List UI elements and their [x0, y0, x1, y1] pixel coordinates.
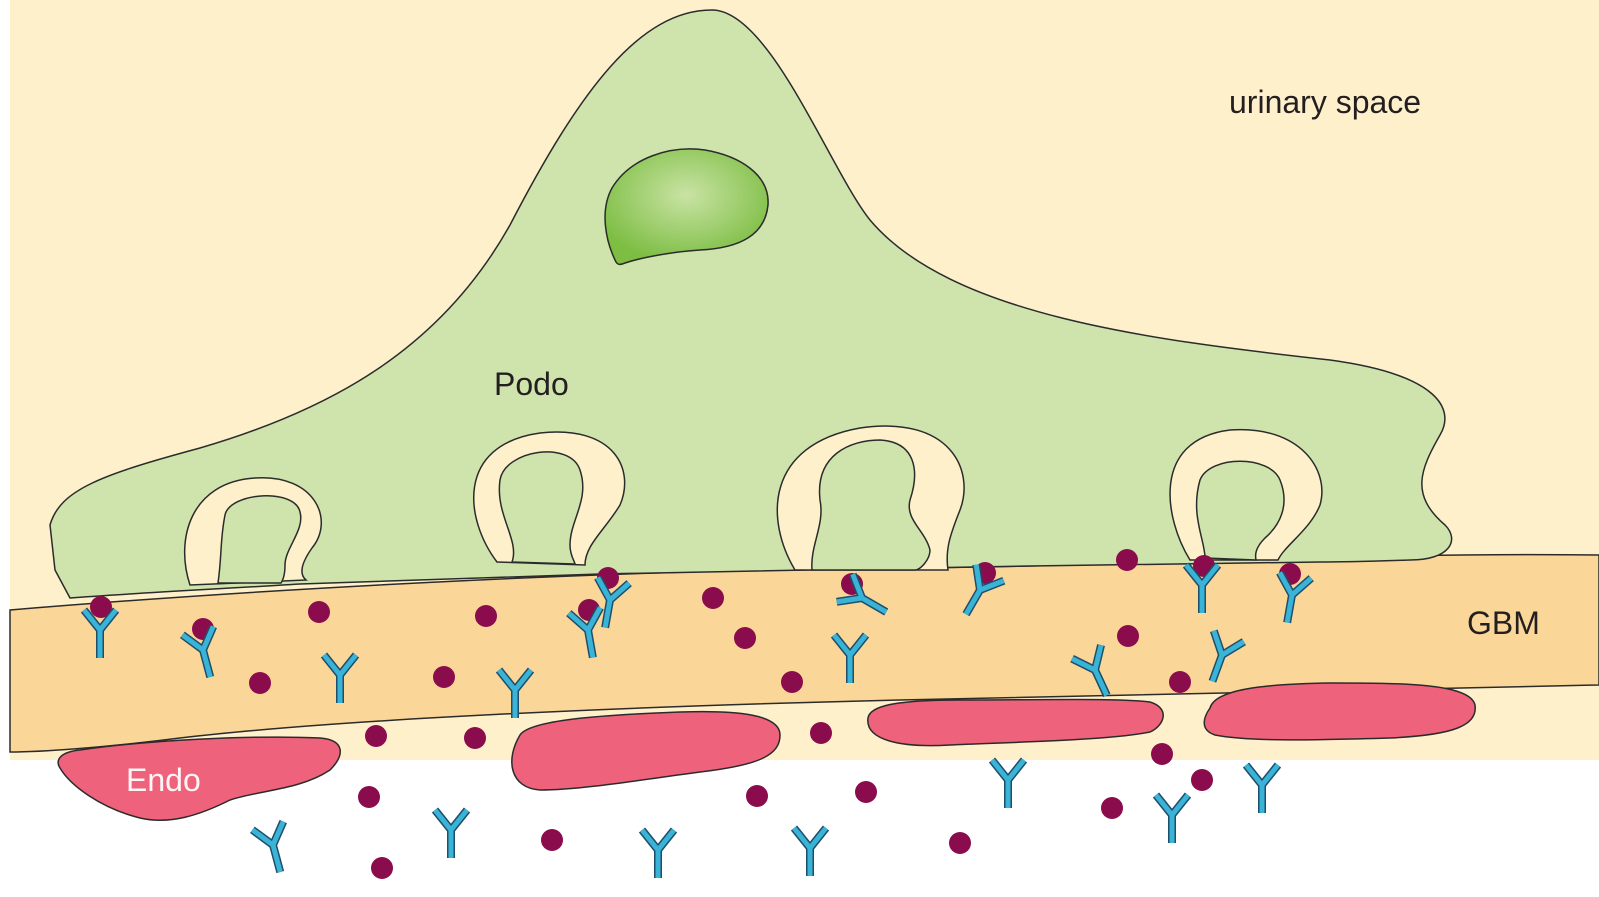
- particle: [308, 601, 330, 623]
- particle: [358, 786, 380, 808]
- antibody-icon: [794, 828, 826, 876]
- particle: [734, 627, 756, 649]
- particle: [371, 857, 393, 879]
- particle: [702, 587, 724, 609]
- particle: [249, 672, 271, 694]
- particle: [433, 666, 455, 688]
- antibody-icon: [1246, 765, 1278, 813]
- antibody-icon: [642, 830, 674, 878]
- antibody-icon: [1156, 795, 1188, 843]
- particle: [855, 781, 877, 803]
- antibody-icon: [992, 760, 1024, 808]
- particle: [365, 725, 387, 747]
- particle: [746, 785, 768, 807]
- podocyte-label: Podo: [494, 366, 569, 402]
- urinary-space-label: urinary space: [1229, 84, 1421, 120]
- particle: [1169, 671, 1191, 693]
- endothelial-label: Endo: [126, 762, 201, 798]
- antibody-icon: [252, 822, 295, 877]
- particle: [949, 832, 971, 854]
- endothelial-cell-2: [512, 712, 780, 790]
- particle: [1191, 769, 1213, 791]
- particle: [810, 722, 832, 744]
- antibody-icon: [435, 810, 467, 858]
- gbm-label: GBM: [1467, 605, 1540, 641]
- particle: [475, 605, 497, 627]
- particle: [781, 671, 803, 693]
- particle: [1101, 797, 1123, 819]
- particle: [1117, 625, 1139, 647]
- particle: [1116, 549, 1138, 571]
- particle: [1151, 743, 1173, 765]
- endothelial-cell-4: [1204, 683, 1475, 740]
- particle: [464, 727, 486, 749]
- particle: [541, 829, 563, 851]
